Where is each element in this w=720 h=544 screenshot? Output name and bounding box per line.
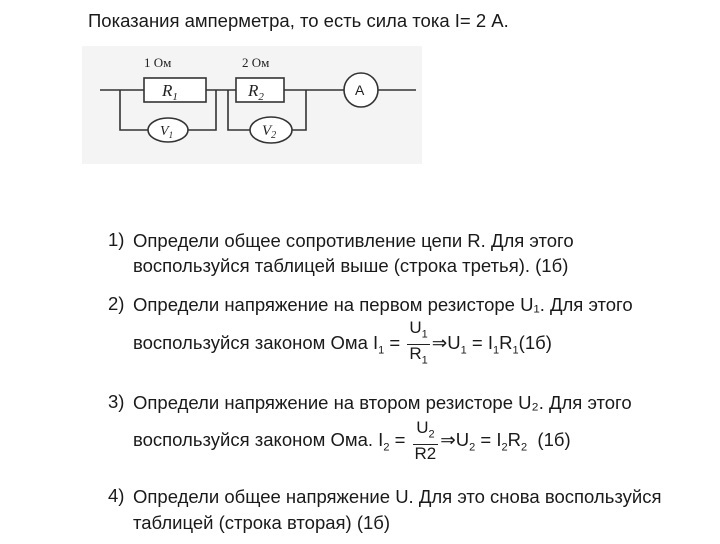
- voltmeter-v2: [249, 116, 293, 144]
- ammeter-label: A: [355, 82, 365, 98]
- voltmeter-v1: [147, 117, 189, 143]
- wire-v2-left: [227, 90, 250, 131]
- question-2-number: 2): [108, 293, 125, 314]
- question-3-number: 3): [108, 391, 125, 412]
- r1-value-label: 1 Ом: [144, 55, 171, 70]
- question-4-number: 4): [108, 485, 125, 506]
- question-1-number: 1): [108, 229, 125, 250]
- circuit-diagram: 1 Ом 2 Ом R1 R2 V1 V2 A: [82, 46, 422, 164]
- wire-v1-left: [119, 90, 148, 131]
- r1-label: R1: [161, 81, 178, 103]
- r2-label: R2: [247, 81, 264, 103]
- question-3-line-1: Определи напряжение на втором резисторе …: [133, 392, 632, 413]
- resistor-r1: [143, 77, 207, 103]
- wire-v1-right: [188, 90, 217, 131]
- r2-value-label: 2 Ом: [242, 55, 269, 70]
- question-4-line-2: таблицей (строка вторая) (1б): [133, 512, 391, 533]
- question-1-line-2: воспользуйся таблицей выше (строка треть…: [133, 255, 569, 276]
- wire-v2-right: [292, 90, 307, 131]
- question-4-line-1: Определи общее напряжение U. Для это сно…: [133, 486, 662, 507]
- ammeter: [343, 72, 379, 108]
- v1-label: V1: [160, 124, 173, 140]
- v2-label: V2: [262, 123, 276, 141]
- question-2-line-1: Определи напряжение на первом резисторе …: [133, 294, 633, 315]
- page-heading: Показания амперметра, то есть сила тока …: [88, 10, 509, 31]
- question-1-line-1: Определи общее сопротивление цепи R. Для…: [133, 230, 574, 251]
- resistor-r2: [235, 77, 285, 103]
